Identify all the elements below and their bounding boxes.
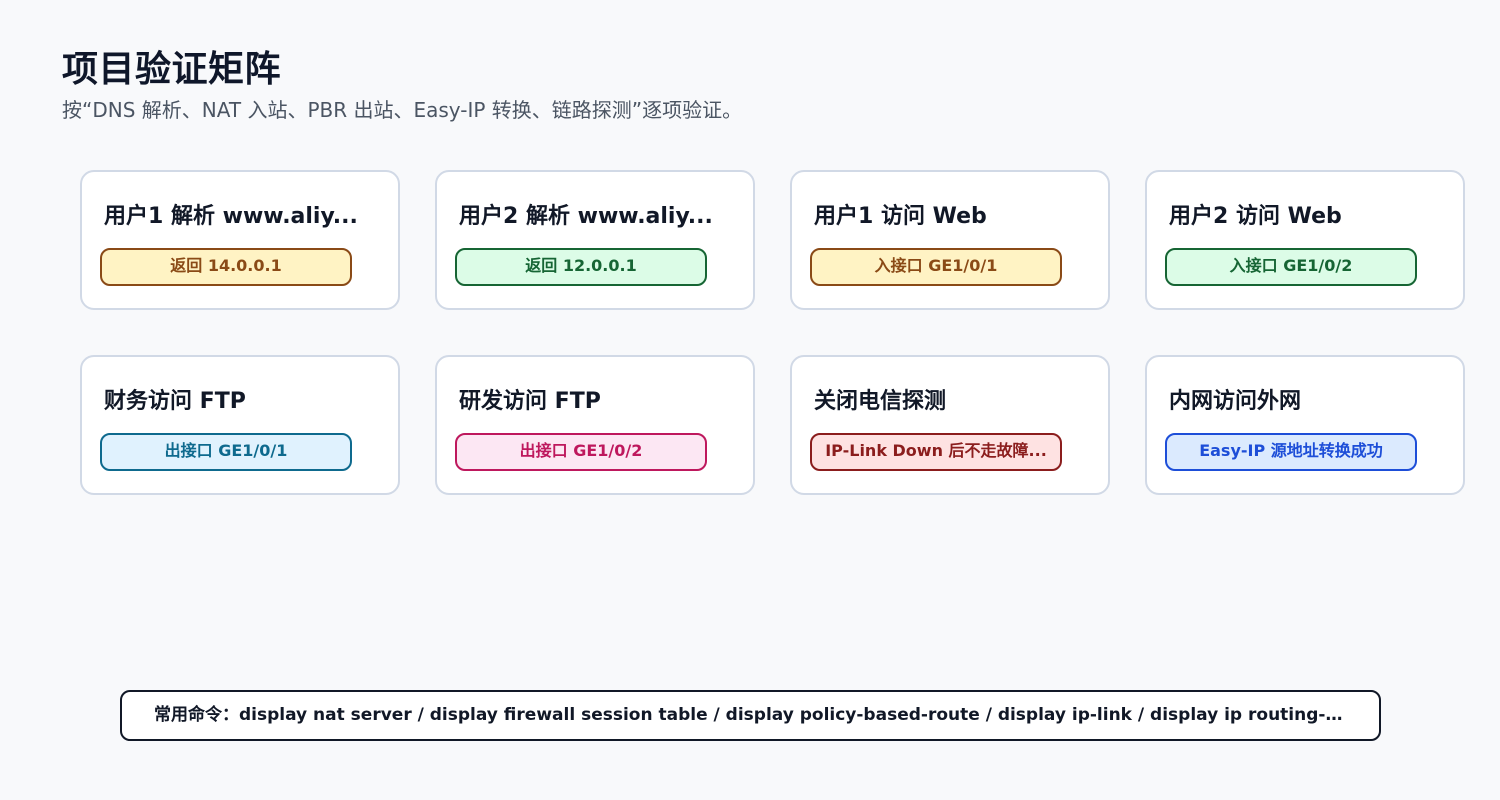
card-title: 研发访问 FTP	[459, 389, 601, 414]
verification-card-easy-ip: 内网访问外网 Easy-IP 源地址转换成功	[1145, 355, 1465, 495]
card-title: 用户1 访问 Web	[814, 204, 987, 229]
result-badge: 返回 14.0.0.1	[100, 248, 352, 286]
result-badge: Easy-IP 源地址转换成功	[1165, 433, 1417, 471]
result-badge: 入接口 GE1/0/2	[1165, 248, 1417, 286]
result-badge: 返回 12.0.0.1	[455, 248, 707, 286]
verification-card-ftp-rd: 研发访问 FTP 出接口 GE1/0/2	[435, 355, 755, 495]
result-badge: 出接口 GE1/0/2	[455, 433, 707, 471]
verification-card-dns-user2: 用户2 解析 www.aliy... 返回 12.0.0.1	[435, 170, 755, 310]
verification-card-probe: 关闭电信探测 IP-Link Down 后不走故障...	[790, 355, 1110, 495]
card-title: 财务访问 FTP	[104, 389, 246, 414]
page-subtitle: 按“DNS 解析、NAT 入站、PBR 出站、Easy-IP 转换、链路探测”逐…	[62, 98, 743, 122]
card-title: 用户2 解析 www.aliy...	[459, 204, 713, 229]
card-title: 关闭电信探测	[814, 389, 947, 414]
card-title: 内网访问外网	[1169, 389, 1302, 414]
result-badge: IP-Link Down 后不走故障...	[810, 433, 1062, 471]
result-badge: 出接口 GE1/0/1	[100, 433, 352, 471]
verification-card-ftp-finance: 财务访问 FTP 出接口 GE1/0/1	[80, 355, 400, 495]
verification-card-web-user1: 用户1 访问 Web 入接口 GE1/0/1	[790, 170, 1110, 310]
result-badge: 入接口 GE1/0/1	[810, 248, 1062, 286]
card-title: 用户2 访问 Web	[1169, 204, 1342, 229]
card-title: 用户1 解析 www.aliy...	[104, 204, 358, 229]
verification-card-web-user2: 用户2 访问 Web 入接口 GE1/0/2	[1145, 170, 1465, 310]
page-title: 项目验证矩阵	[62, 49, 282, 90]
verification-card-dns-user1: 用户1 解析 www.aliy... 返回 14.0.0.1	[80, 170, 400, 310]
common-commands-bar: 常用命令：display nat server / display firewa…	[120, 690, 1381, 741]
